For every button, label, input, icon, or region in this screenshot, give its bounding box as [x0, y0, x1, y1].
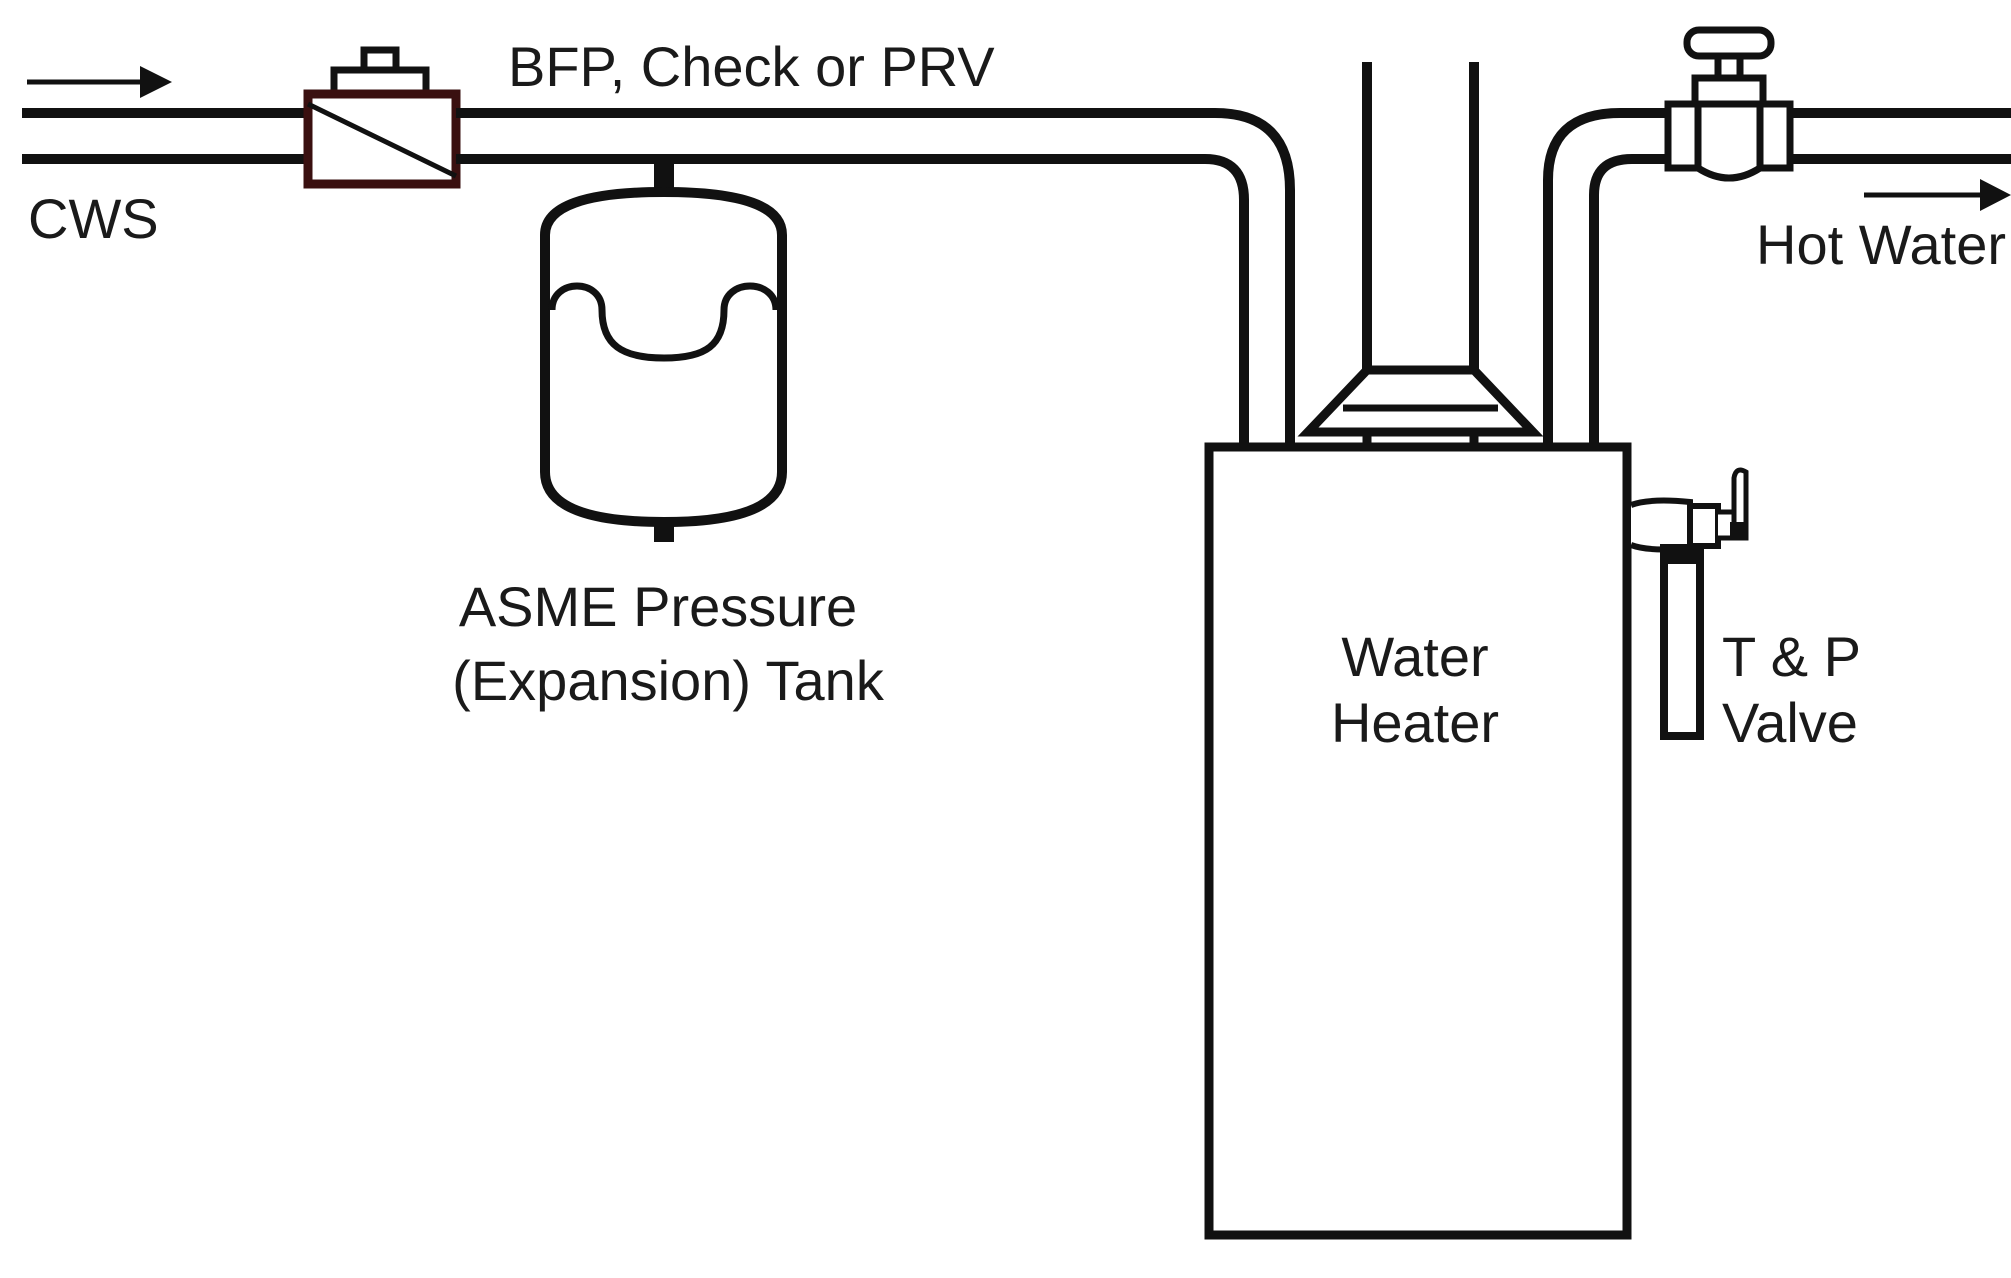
water-heater-tank — [1204, 442, 1632, 1240]
tp-label-line1: T & P — [1722, 625, 1861, 688]
outflow-arrow-icon — [1864, 179, 2011, 211]
cws-label: CWS — [28, 187, 159, 250]
tank-label-line1: ASME Pressure — [459, 575, 857, 638]
heater-label-line2: Heater — [1331, 691, 1499, 754]
bfp-label: BFP, Check or PRV — [508, 35, 995, 98]
expansion-tank — [540, 164, 787, 542]
tp-relief-valve — [1629, 467, 1749, 740]
flue-vent — [1297, 62, 1544, 445]
heater-label-line1: Water — [1341, 625, 1488, 688]
bfp-check-prv-valve — [303, 46, 461, 189]
tank-label-line2: (Expansion) Tank — [452, 649, 885, 712]
hot-water-shutoff-valve — [1664, 26, 1794, 182]
cold-pipe-to-heater — [456, 108, 1295, 445]
tp-label-line2: Valve — [1722, 691, 1858, 754]
hot-water-outlet-pipe — [1543, 108, 2011, 445]
cold-water-supply-pipe — [22, 108, 308, 164]
hot-water-label: Hot Water — [1756, 213, 2006, 276]
inflow-arrow-icon — [27, 66, 172, 98]
